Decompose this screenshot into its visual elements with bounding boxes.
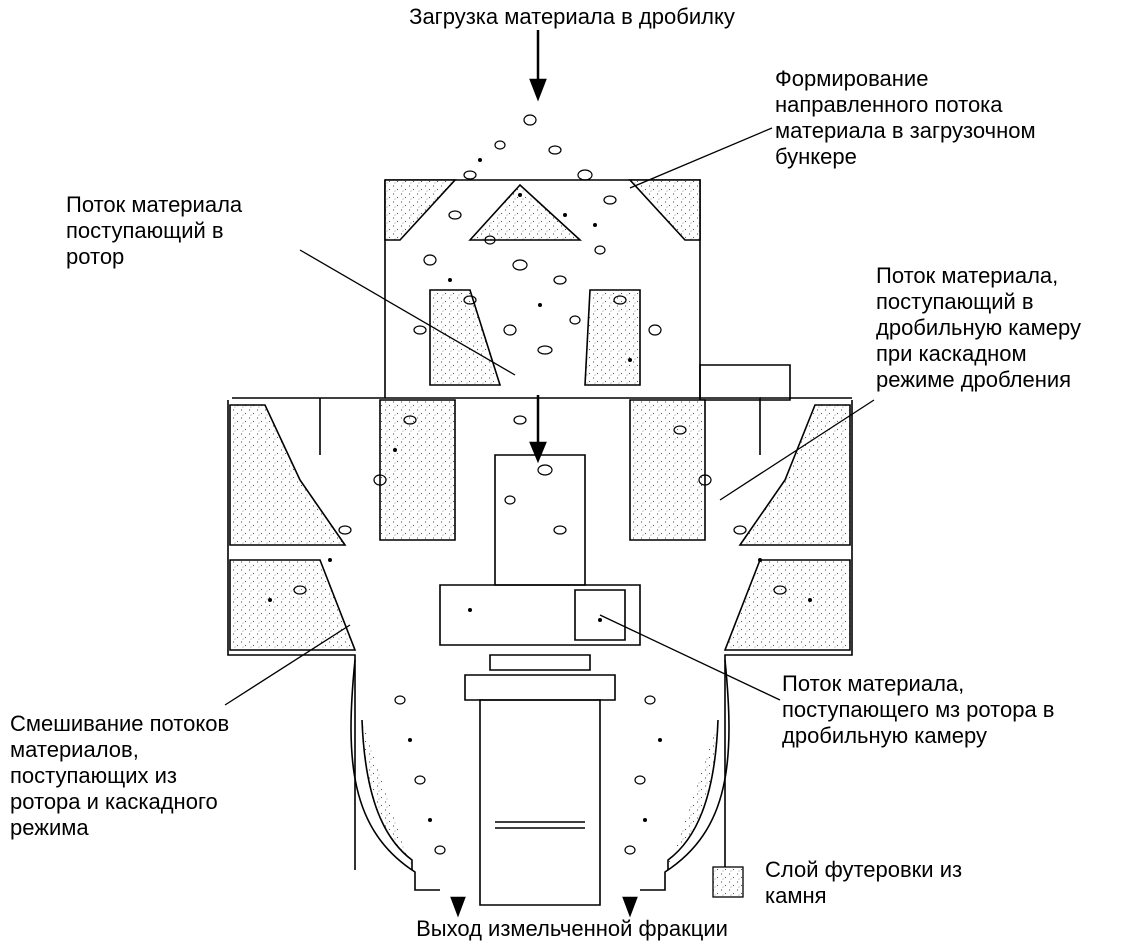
hopper-lining-left xyxy=(385,180,455,240)
hopper-lining-right xyxy=(630,180,700,240)
chamber-lining-left xyxy=(230,405,345,545)
legend-swatch xyxy=(713,867,743,897)
rotor xyxy=(440,585,640,645)
label-flow-from-rotor: Поток материала, поступающего мз ротора … xyxy=(782,671,1055,749)
label-flow-formation: Формирование направленного потока матери… xyxy=(775,66,1036,170)
label-flow-into-rotor: Поток материала поступающий в ротор xyxy=(66,192,242,270)
motor-shaft xyxy=(480,700,600,905)
label-flows-mixing: Смешивание потоков материалов, поступающ… xyxy=(10,711,229,841)
legend-label-lining: Слой футеровки из камня xyxy=(765,857,962,909)
label-material-loading: Загрузка материала в дробилку xyxy=(0,4,1144,30)
label-flow-cascade: Поток материала, поступающий в дробильну… xyxy=(876,263,1081,393)
label-fraction-exit: Выход измельченной фракции xyxy=(0,916,1144,942)
